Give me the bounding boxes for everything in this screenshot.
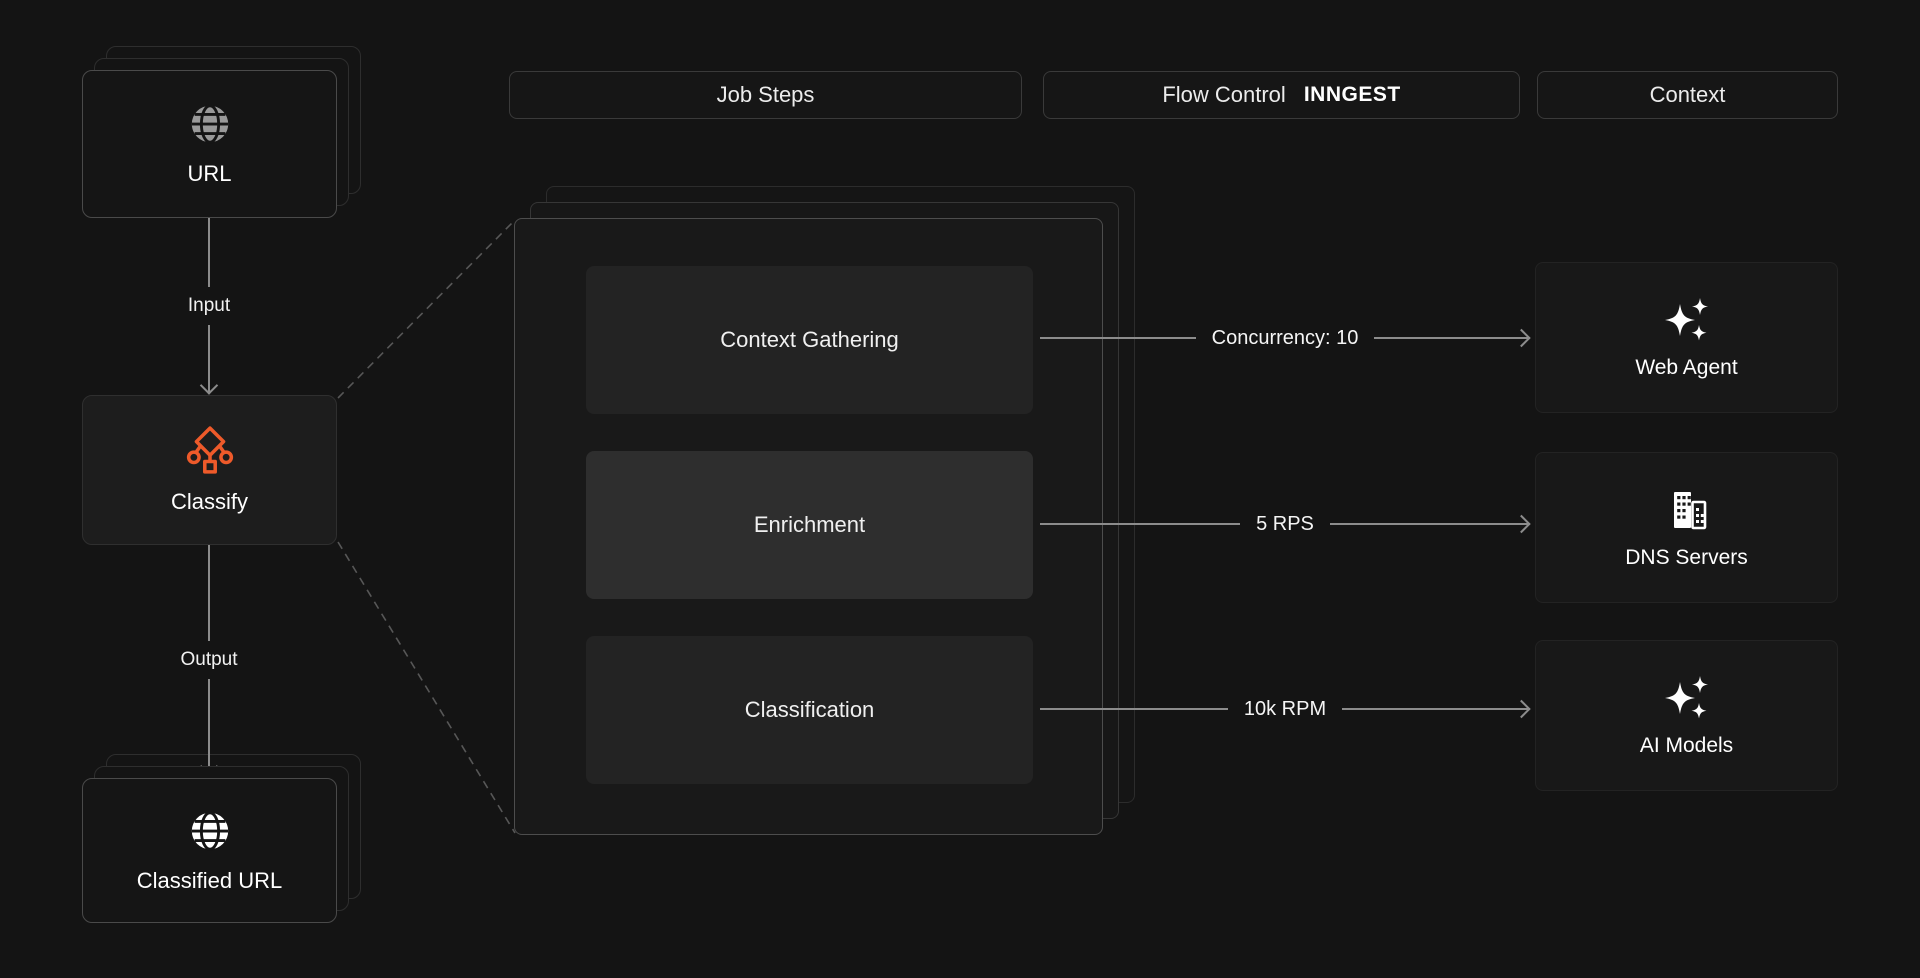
header-context: Context [1537,71,1838,119]
job-panel: Context Gathering Enrichment Classificat… [514,218,1103,835]
arrow-line [1374,337,1530,339]
header-flow-control-label: Flow Control [1162,82,1286,107]
arrow-line [1040,523,1241,525]
url-card: URL [82,70,337,218]
flow-arrow-concurrency: Concurrency: 10 [1040,323,1531,353]
step-label: Classification [744,697,875,722]
arrow-line [1342,708,1530,710]
arrow-line [1040,337,1196,339]
classify-card: Classify [82,395,337,545]
output-arrow: Output [149,545,269,776]
context-card-label: Web Agent [1635,355,1738,379]
step-classification: Classification [586,636,1033,784]
sparkles-icon [1662,674,1712,722]
classified-url-card: Classified URL [82,778,337,923]
arrowhead-right-icon [1512,699,1531,719]
flow-arrow-label: Concurrency: 10 [1211,326,1359,349]
input-arrow-label: Input [187,295,231,316]
step-label: Context Gathering [720,327,899,352]
output-arrow-label: Output [180,649,238,670]
arrow-line [208,218,210,287]
context-card-label: AI Models [1639,733,1734,757]
header-flow-control: Flow Control INNGEST [1043,71,1520,119]
context-card-ai-models: AI Models [1535,640,1838,791]
flow-arrow-rpm: 10k RPM [1040,694,1531,724]
arrow-line [208,545,210,641]
url-card-label: URL [187,161,232,186]
arrow-line [208,325,210,394]
input-arrow: Input [149,218,269,395]
context-card-label: DNS Servers [1625,545,1748,569]
arrow-line [1329,523,1530,525]
workflow-icon [185,425,235,475]
context-card-web-agent: Web Agent [1535,262,1838,413]
arrowhead-right-icon [1512,328,1531,348]
sparkles-icon [1662,296,1712,344]
inngest-logo: INNGEST [1303,83,1401,106]
header-context-label: Context [1649,82,1726,107]
arrowhead-right-icon [1512,514,1531,534]
arrow-line [1040,708,1228,710]
flow-arrow-label: 5 RPS [1256,512,1314,535]
globe-icon [187,808,233,854]
step-context-gathering: Context Gathering [586,266,1033,414]
arrowhead-down-icon [199,376,219,395]
buildings-icon [1663,486,1711,534]
context-card-dns-servers: DNS Servers [1535,452,1838,603]
header-job-steps: Job Steps [509,71,1022,119]
flow-arrow-label: 10k RPM [1243,697,1327,720]
step-enrichment: Enrichment [586,451,1033,599]
step-label: Enrichment [753,512,866,537]
classify-card-label: Classify [170,489,248,514]
globe-icon [187,101,233,147]
header-job-steps-label: Job Steps [716,82,815,107]
arrow-line [208,679,210,775]
flow-arrow-rps: 5 RPS [1040,509,1531,539]
classified-url-card-label: Classified URL [136,867,283,893]
